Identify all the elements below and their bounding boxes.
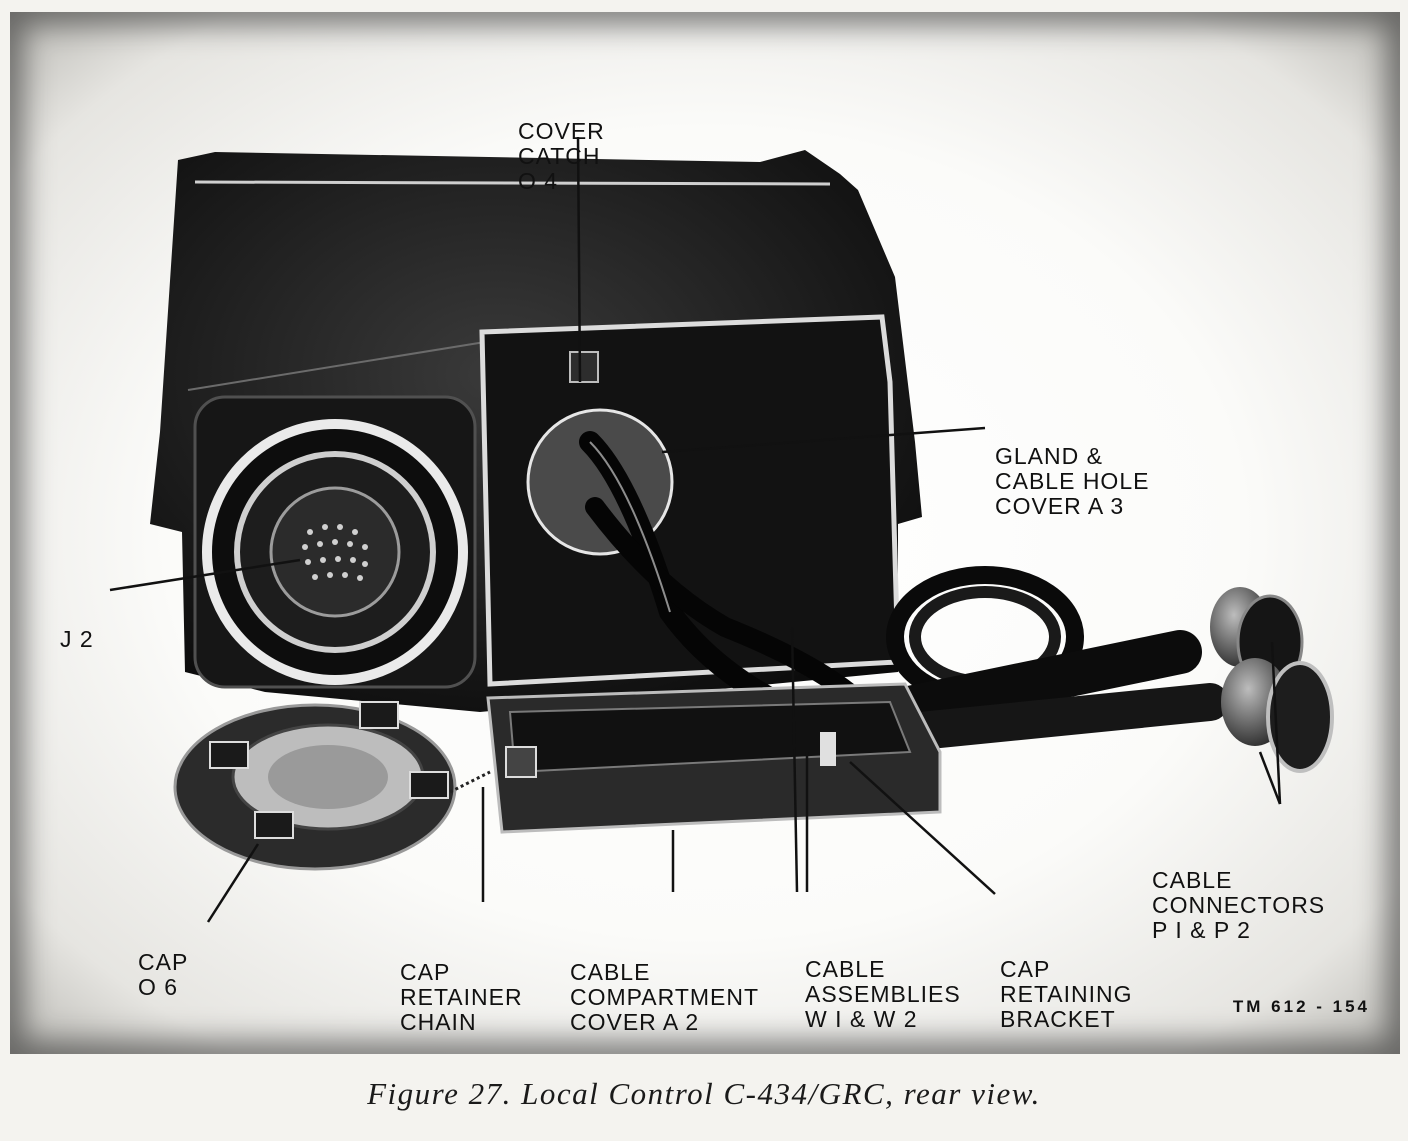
equipment-illustration xyxy=(109,136,1334,923)
label-j2: J 2 xyxy=(60,626,94,652)
cable-connectors-p1-p2 xyxy=(868,566,1334,773)
j2-connector xyxy=(193,395,477,689)
figure-caption: Figure 27. Local Control C-434/GRC, rear… xyxy=(367,1076,1041,1111)
cable-compartment-cover xyxy=(486,682,942,834)
dust-cap xyxy=(173,701,491,871)
cable-compartment xyxy=(479,314,901,733)
leader-lines xyxy=(109,136,1282,923)
figure-code: TM 612 - 154 xyxy=(1232,997,1370,1016)
